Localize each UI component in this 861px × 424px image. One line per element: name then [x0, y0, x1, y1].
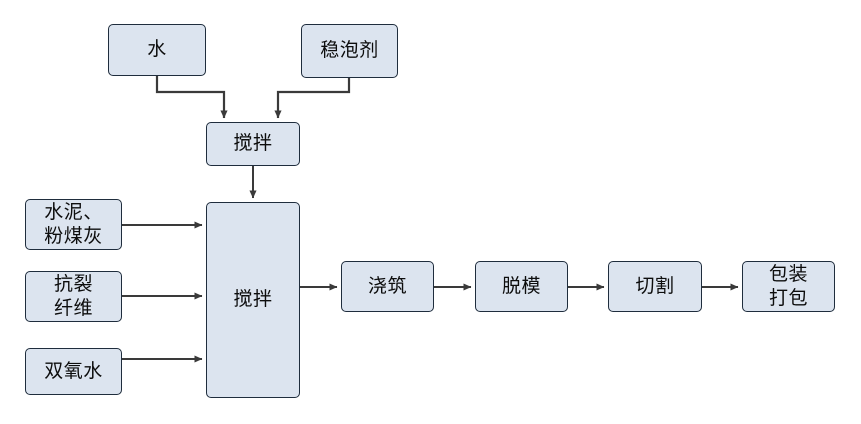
- node-mix-main[interactable]: 搅拌: [206, 202, 300, 398]
- node-cutting[interactable]: 切割: [608, 261, 702, 312]
- node-hydrogen-peroxide[interactable]: 双氧水: [25, 348, 122, 395]
- edge-foam-to-mixtop: [274, 78, 351, 119]
- node-demolding[interactable]: 脱模: [475, 261, 568, 312]
- node-cement-fly-ash[interactable]: 水泥、 粉煤灰: [25, 199, 122, 250]
- node-crack-fiber[interactable]: 抗裂 纤维: [25, 271, 122, 322]
- node-pouring[interactable]: 浇筑: [341, 261, 434, 312]
- node-water[interactable]: 水: [108, 24, 206, 76]
- node-foam-agent[interactable]: 稳泡剂: [301, 24, 398, 78]
- edge-water-to-mixtop: [155, 76, 228, 119]
- node-packaging[interactable]: 包装 打包: [742, 261, 835, 312]
- node-mix-top[interactable]: 搅拌: [206, 122, 300, 166]
